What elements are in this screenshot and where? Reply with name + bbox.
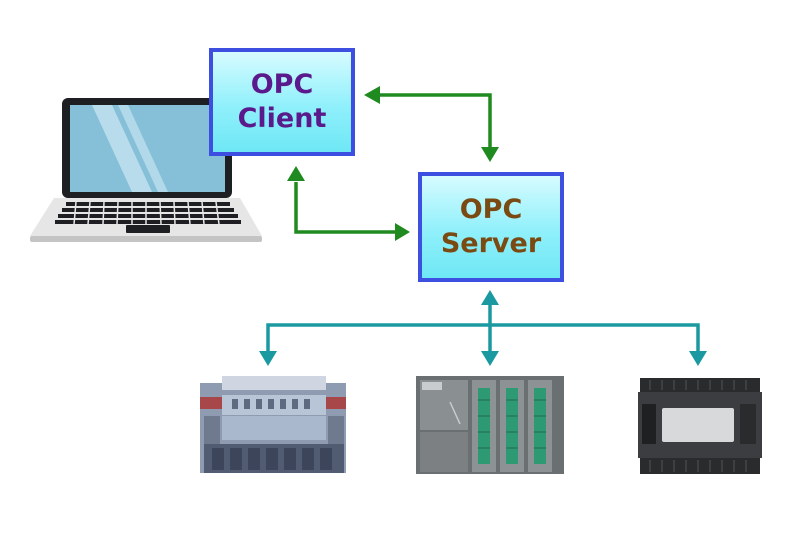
client-server-link (294, 93, 492, 234)
arrow-down-icon (689, 351, 707, 366)
device-bus (266, 304, 700, 352)
opc-server-label-line1: OPC (459, 194, 523, 225)
arrow-down-icon (481, 351, 499, 366)
controller-icon (638, 378, 762, 474)
plc-rack-icon (416, 376, 564, 474)
laptop-icon (30, 98, 262, 242)
device-bus-arrowheads (259, 290, 707, 366)
arrow-up-icon (287, 166, 305, 181)
arrow-left-icon (364, 86, 380, 104)
opc-client-label-line2: Client (237, 103, 327, 134)
arrow-down-icon (481, 147, 499, 162)
opc-server-label-line2: Server (440, 228, 542, 259)
plc-module-icon (200, 376, 346, 473)
opc-server-box: OPC Server (418, 172, 564, 282)
arrow-right-icon (395, 223, 410, 241)
arrow-down-icon (259, 351, 277, 366)
client-server-arrowheads (287, 86, 499, 241)
opc-client-label-line1: OPC (250, 69, 314, 100)
opc-client-box: OPC Client (209, 48, 355, 156)
arrow-up-icon (481, 290, 499, 305)
